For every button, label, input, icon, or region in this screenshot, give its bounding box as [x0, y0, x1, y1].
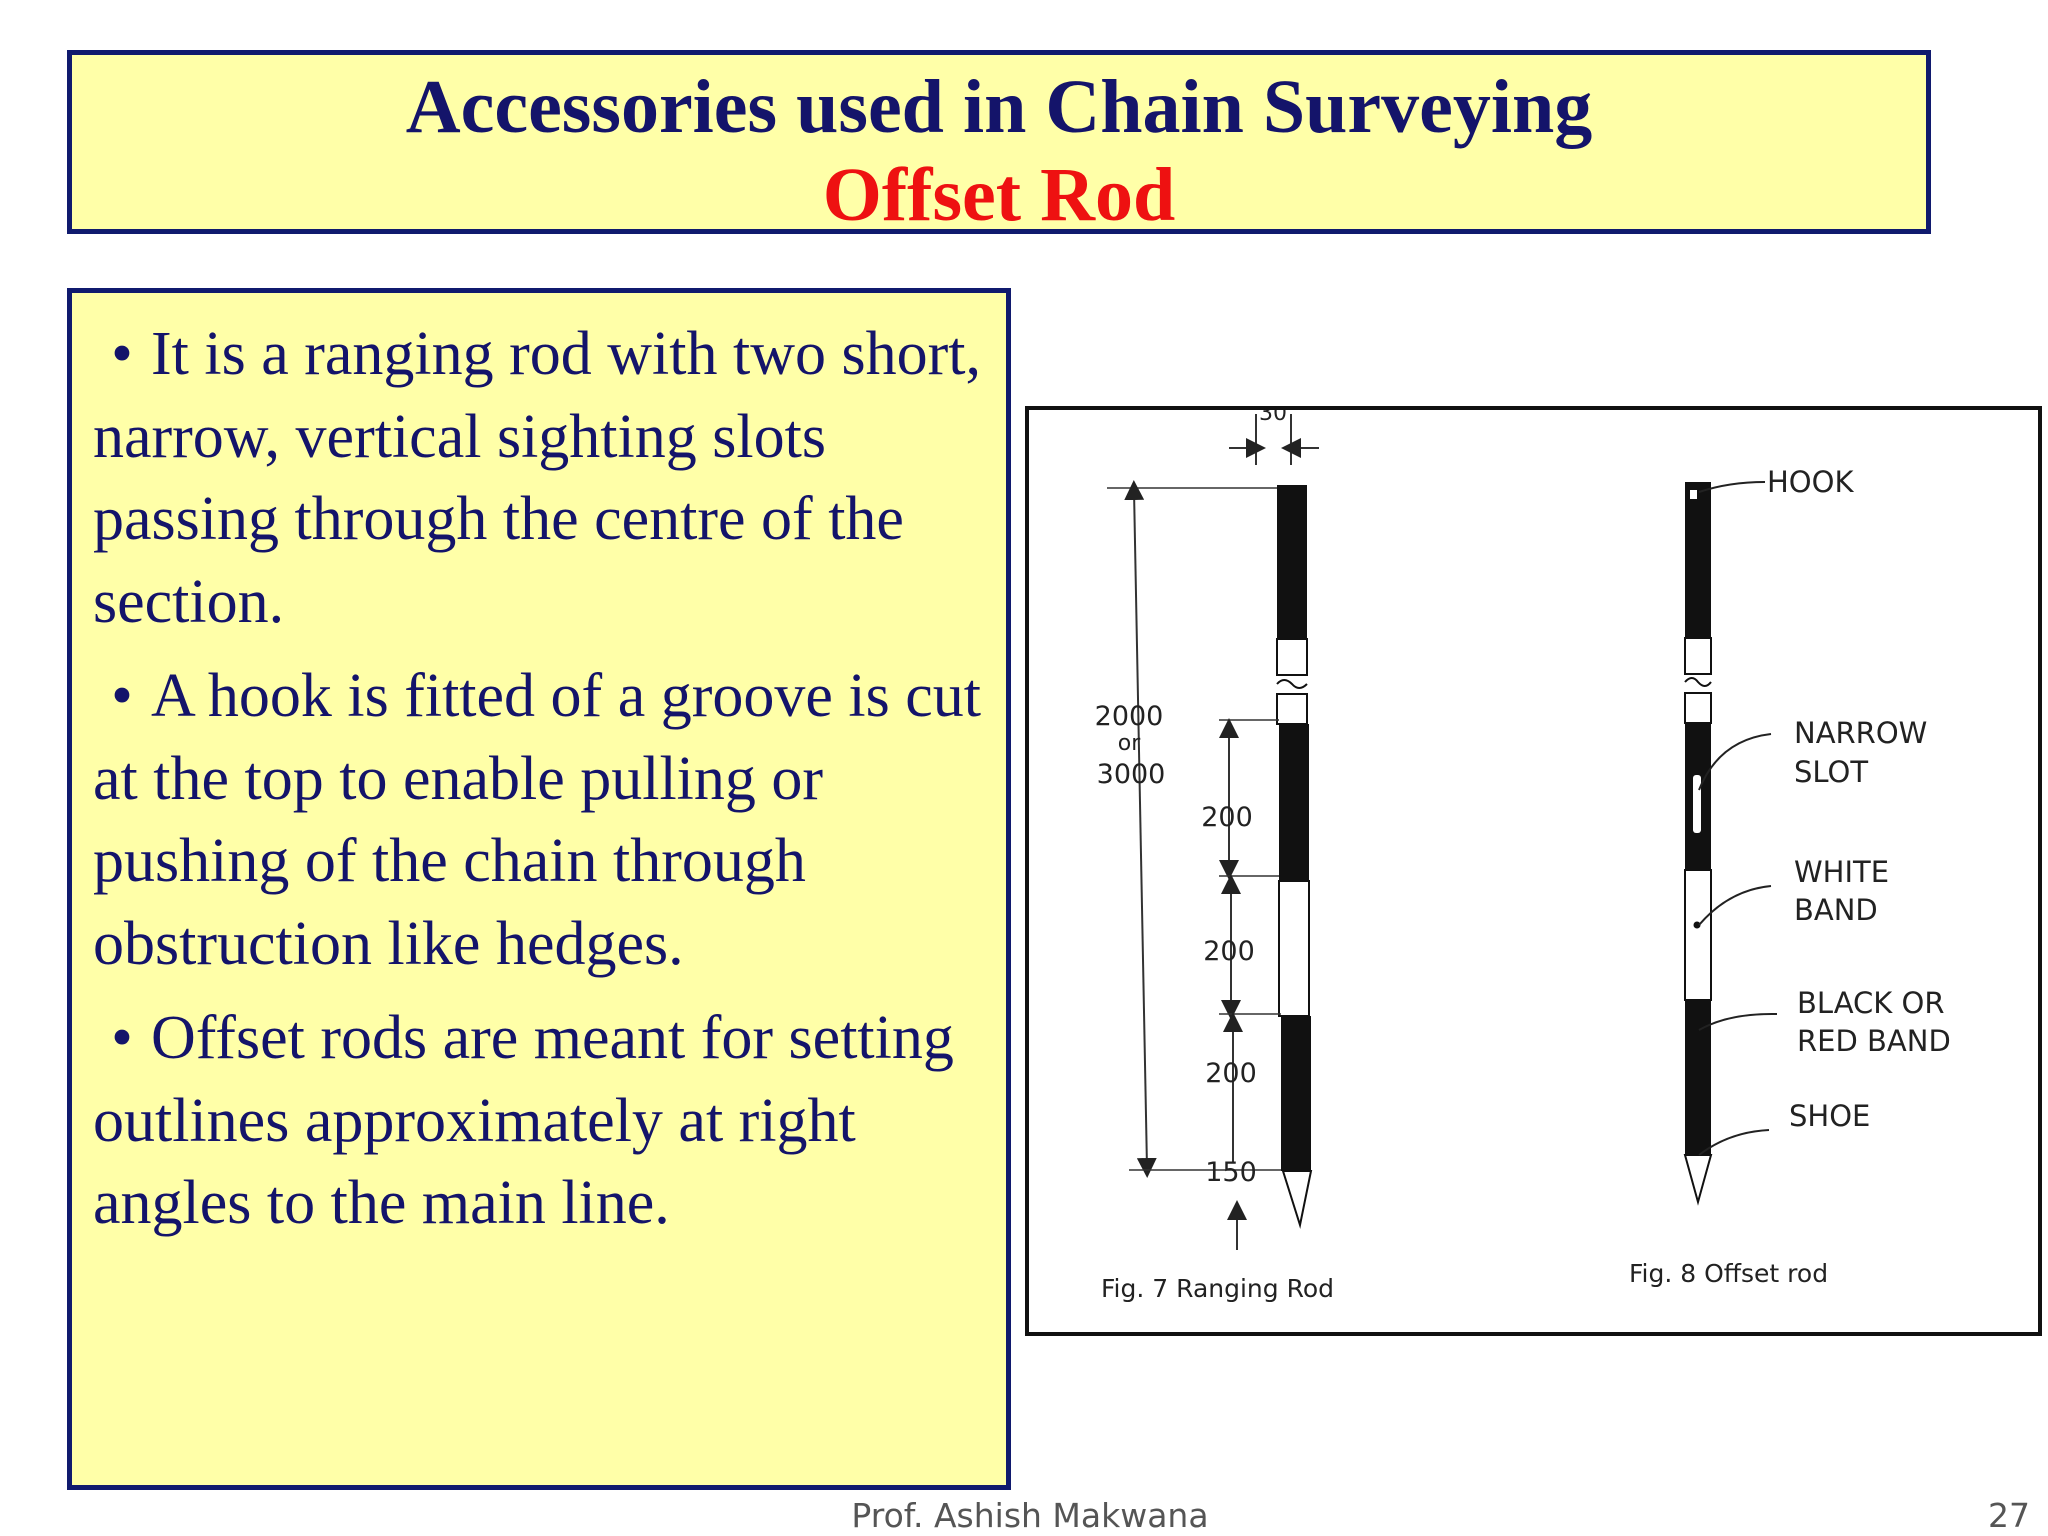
bullet-item: •It is a ranging rod with two short, nar… — [93, 313, 996, 643]
page-number: 27 — [1988, 1496, 2030, 1535]
content-box: •It is a ranging rod with two short, nar… — [67, 288, 1011, 1490]
bullet-text: A hook is fitted of a groove is cut at t… — [93, 662, 981, 978]
offset-rod-caption: Fig. 8 Offset rod — [1629, 1259, 1828, 1288]
title-box: Accessories used in Chain Surveying Offs… — [67, 50, 1931, 237]
hook-label: HOOK — [1767, 465, 1854, 499]
bullet-text: It is a ranging rod with two short, narr… — [93, 320, 982, 636]
black-band-label-1: BLACK OR — [1797, 986, 1945, 1020]
black-band-label-2: RED BAND — [1797, 1024, 1951, 1058]
shoe-label: SHOE — [1789, 1099, 1870, 1133]
ranging-rod-total-2000: 2000 — [1095, 701, 1164, 732]
narrow-slot-label-2: SLOT — [1794, 755, 1868, 789]
offset-rod: HOOK NARROW SLOT WHITE BAND BLACK OR RED… — [1629, 465, 1951, 1288]
bullet-item: •Offset rods are meant for setting outli… — [93, 997, 996, 1245]
ranging-rod-caption: Fig. 7 Ranging Rod — [1101, 1274, 1334, 1303]
ranging-rod-total-3000: 3000 — [1097, 759, 1166, 790]
bullet-item: •A hook is fitted of a groove is cut at … — [93, 655, 996, 985]
bullet-dot-icon: • — [111, 662, 133, 730]
white-band-label-1: WHITE — [1794, 855, 1889, 889]
narrow-slot-label-1: NARROW — [1794, 716, 1927, 750]
ranging-rod-top-dim: 30 — [1259, 410, 1287, 426]
bullet-dot-icon: • — [111, 1004, 133, 1072]
bullet-text: Offset rods are meant for setting outlin… — [93, 1004, 954, 1237]
ranging-rod: 30 2000 or 3000 — [1095, 410, 1334, 1303]
ranging-rod-seg1: 200 — [1201, 802, 1253, 833]
ranging-rod-total-or: or — [1118, 731, 1141, 756]
ranging-rod-seg3: 200 — [1205, 1058, 1257, 1089]
ranging-rod-shoe: 150 — [1205, 1157, 1257, 1188]
rod-figure: 30 2000 or 3000 — [1025, 406, 2042, 1336]
slide-title: Accessories used in Chain Surveying — [405, 65, 1593, 149]
slide-subtitle: Offset Rod — [822, 153, 1176, 237]
footer-author: Prof. Ashish Makwana — [851, 1496, 1209, 1535]
ranging-rod-seg2: 200 — [1203, 936, 1255, 967]
white-band-label-2: BAND — [1794, 893, 1878, 927]
rod-diagram: 30 2000 or 3000 — [1095, 410, 1951, 1303]
bullet-dot-icon: • — [111, 320, 133, 388]
